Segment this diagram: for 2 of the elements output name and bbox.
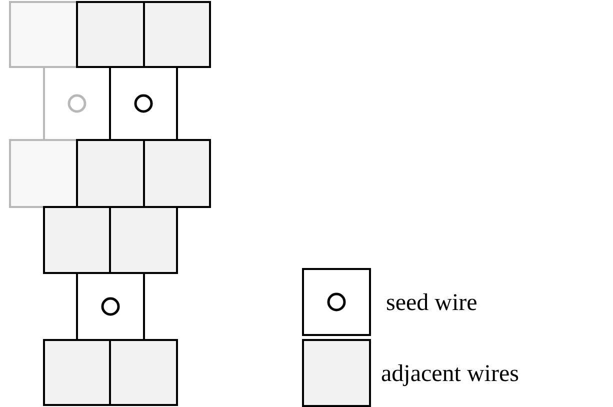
legend-label: seed wire [386,289,478,317]
legend-label: adjacent wires [381,360,519,388]
